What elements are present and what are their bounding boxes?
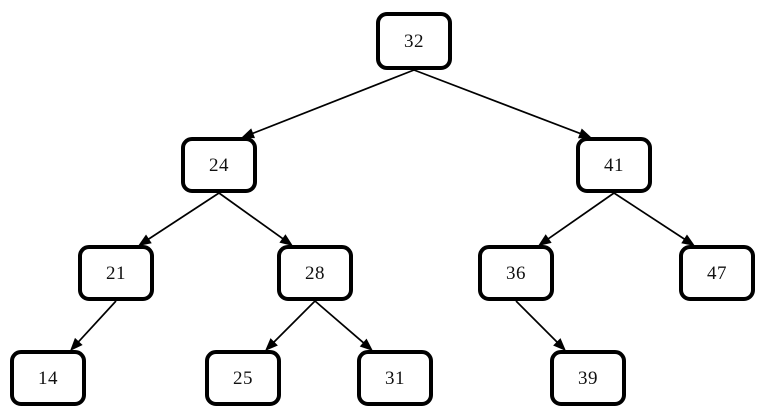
tree-edge: [272, 300, 316, 344]
tree-node-label: 14: [38, 367, 58, 389]
tree-node-28[interactable]: 28: [277, 245, 353, 301]
tree-node-36[interactable]: 36: [478, 245, 554, 301]
tree-edge: [515, 300, 559, 344]
tree-edge: [413, 69, 583, 135]
tree-node-label: 31: [385, 367, 405, 389]
tree-node-label: 24: [209, 154, 229, 176]
tree-node-39[interactable]: 39: [550, 350, 626, 406]
tree-node-label: 36: [506, 262, 526, 284]
tree-node-label: 21: [106, 262, 126, 284]
tree-edge: [218, 192, 285, 241]
edge-arrowhead: [538, 234, 552, 246]
tree-edge: [146, 192, 220, 241]
tree-node-25[interactable]: 25: [205, 350, 281, 406]
tree-node-47[interactable]: 47: [679, 245, 755, 301]
tree-node-label: 41: [604, 154, 624, 176]
tree-node-32[interactable]: 32: [376, 12, 452, 70]
edge-arrowhead: [553, 338, 566, 351]
tree-node-21[interactable]: 21: [78, 245, 154, 301]
tree-node-label: 39: [578, 367, 598, 389]
tree-node-label: 32: [404, 30, 424, 52]
edge-arrowhead: [578, 128, 592, 139]
tree-node-24[interactable]: 24: [181, 137, 257, 193]
tree-node-label: 25: [233, 367, 253, 389]
tree-node-41[interactable]: 41: [576, 137, 652, 193]
tree-edge: [314, 300, 366, 345]
tree-edge: [76, 300, 117, 344]
tree-node-label: 28: [305, 262, 325, 284]
tree-node-14[interactable]: 14: [10, 350, 86, 406]
tree-node-label: 47: [707, 262, 727, 284]
tree-node-31[interactable]: 31: [357, 350, 433, 406]
tree-edge: [250, 69, 415, 135]
edge-arrowhead: [70, 337, 83, 351]
tree-edge: [546, 192, 615, 241]
edge-arrowhead: [241, 128, 256, 139]
edge-arrowhead: [138, 234, 152, 246]
tree-edge: [613, 192, 687, 241]
edge-arrowhead: [265, 338, 278, 351]
edge-arrowhead: [279, 234, 293, 246]
edge-arrowhead: [681, 234, 695, 246]
edge-arrowhead: [359, 338, 373, 351]
